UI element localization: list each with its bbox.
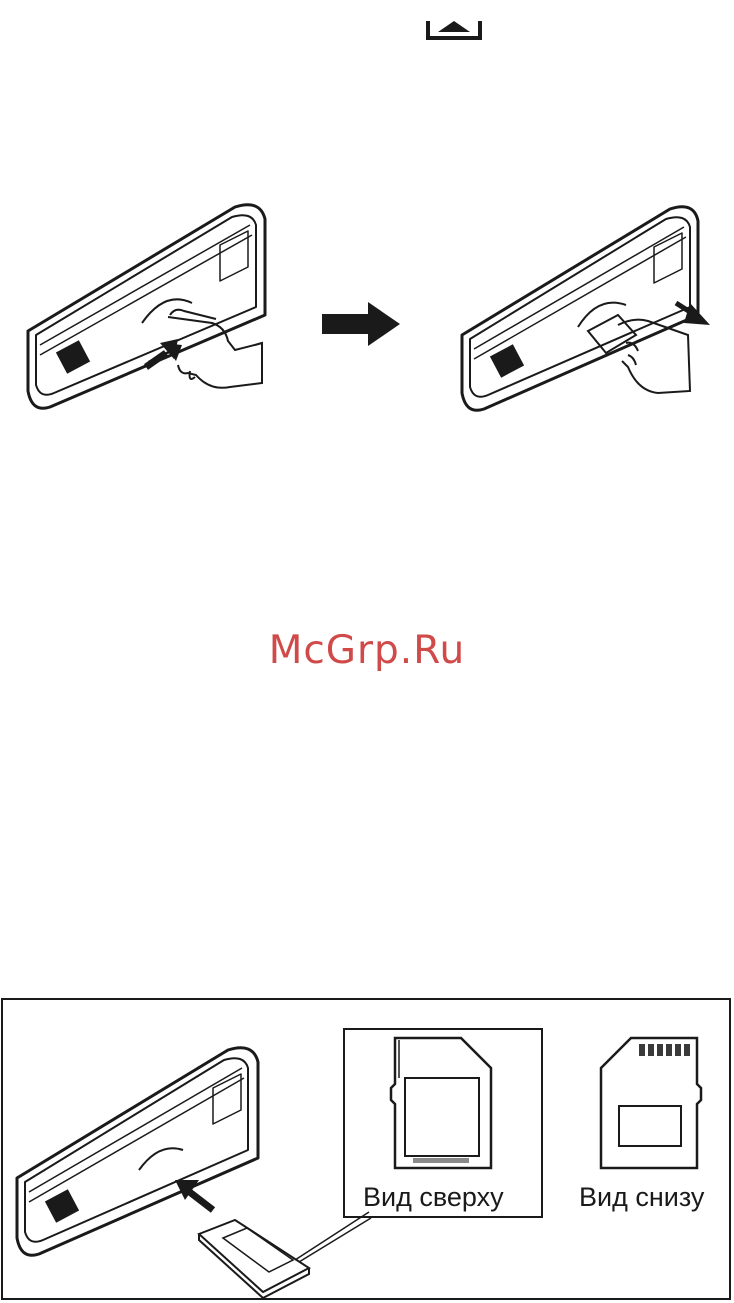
figure-press-release <box>20 195 320 415</box>
sd-card-top-view <box>387 1034 497 1174</box>
eject-icon <box>426 18 482 40</box>
callout-leader-lines <box>293 1210 373 1264</box>
figure-insert-card-box: Вид сверху Вид снизу <box>1 998 731 1300</box>
bottom-view-label: Вид снизу <box>579 1182 704 1213</box>
watermark: McGrp.Ru <box>0 628 734 673</box>
right-arrow-icon <box>322 302 402 346</box>
figure-remove-card <box>458 195 720 415</box>
top-view-label: Вид сверху <box>363 1182 504 1213</box>
sd-card-bottom-view <box>595 1034 705 1174</box>
insert-arrow-icon <box>173 1176 223 1216</box>
